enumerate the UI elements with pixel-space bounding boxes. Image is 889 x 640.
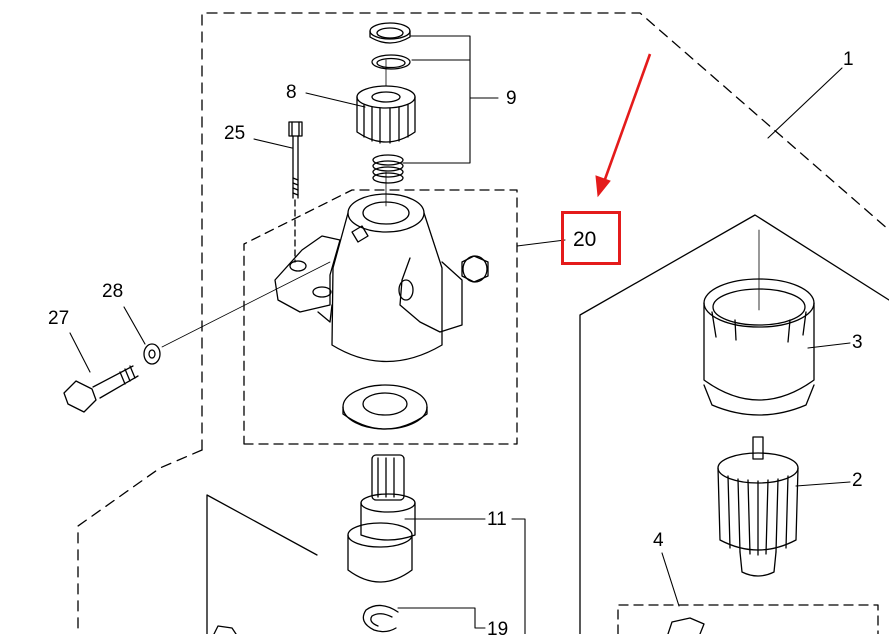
part-9-washer (369, 22, 411, 44)
callout-9: 9 (506, 88, 517, 109)
part-19-clip (362, 604, 399, 633)
callout-4: 4 (653, 530, 664, 551)
part-4-group-outline (617, 604, 879, 634)
callout-19: 19 (487, 619, 509, 640)
part-4-fragment (667, 617, 705, 634)
callout-11: 11 (487, 509, 507, 530)
part-8-pinion-gear (356, 59, 416, 144)
callout-28: 28 (102, 281, 124, 302)
part-20-group-outline (243, 189, 518, 445)
part-20-housing (274, 171, 489, 363)
assembly-axis-line (161, 261, 331, 348)
part-9-clip (371, 54, 411, 70)
callout-2: 2 (852, 470, 863, 491)
part-11-shaft (347, 454, 416, 583)
part-28-washer (143, 343, 161, 365)
callout-20: 20 (573, 228, 597, 251)
outer-group-outline (77, 12, 889, 634)
part-20-bearing (342, 384, 428, 430)
part-9-spring (372, 154, 404, 184)
bottom-left-fragment (213, 625, 237, 634)
callout-1: 1 (843, 49, 854, 70)
highlight-arrow (595, 53, 652, 198)
callout-27: 27 (48, 308, 70, 329)
leader-lines (69, 35, 851, 634)
part-2-armature (717, 436, 799, 577)
highlight-box (561, 211, 621, 265)
part-27-bolt (63, 365, 139, 413)
callout-25: 25 (224, 123, 246, 144)
frame-lines (206, 214, 889, 634)
callout-8: 8 (286, 82, 297, 103)
part-25-bolt (288, 121, 303, 263)
part-3-yoke (703, 229, 815, 416)
callout-3: 3 (852, 332, 863, 353)
